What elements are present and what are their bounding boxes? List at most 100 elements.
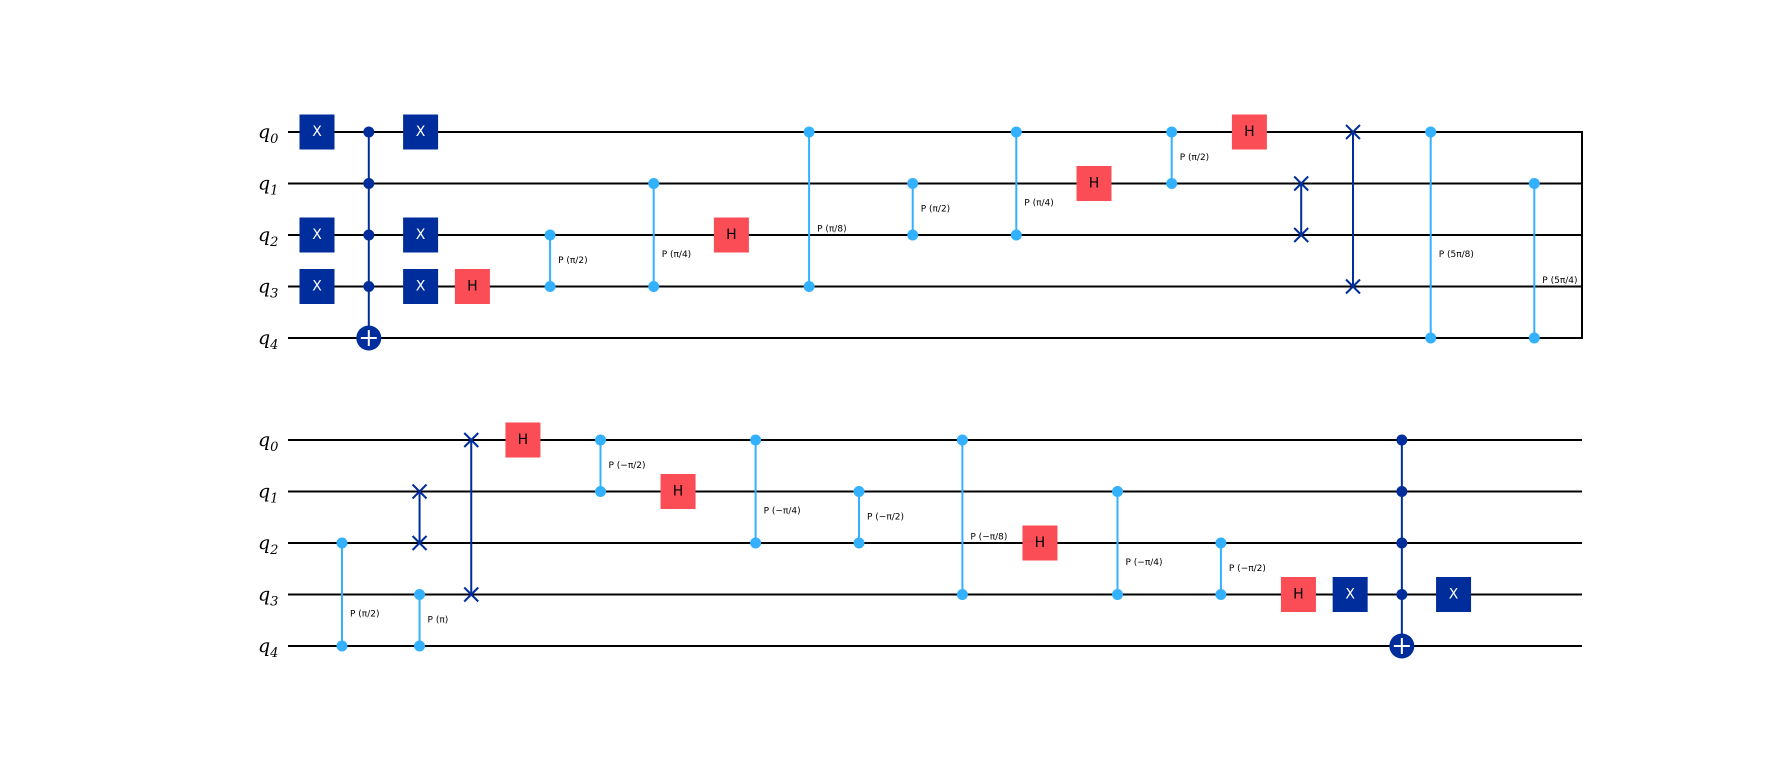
gate-box xyxy=(1231,114,1267,150)
control-dot-icon xyxy=(595,434,606,446)
swap-gate xyxy=(463,432,479,603)
gate-label: X xyxy=(1345,587,1355,603)
swap-cross-icon xyxy=(1345,278,1361,295)
control-dot-icon xyxy=(1396,434,1408,446)
control-dot-icon xyxy=(363,281,375,292)
control-dot-icon xyxy=(907,229,919,241)
control-dot-icon xyxy=(1528,332,1540,344)
control-dot-icon xyxy=(544,229,556,241)
controlled-phase-gate: P (−π/2) xyxy=(1215,537,1266,600)
control-dot-icon xyxy=(363,178,375,189)
control-dot-icon xyxy=(1528,178,1540,189)
gate-box xyxy=(1280,577,1316,612)
phase-parameter-label: P (π) xyxy=(428,615,449,625)
control-dot-icon xyxy=(414,640,426,652)
x-gate: X xyxy=(403,114,439,150)
controlled-phase-gate: P (π/2) xyxy=(544,229,588,292)
gate-label: X xyxy=(416,227,426,243)
control-dot-icon xyxy=(1166,178,1178,189)
swap-cross-icon xyxy=(1293,227,1309,243)
gate-label: H xyxy=(673,484,684,500)
control-dot-icon xyxy=(803,126,815,138)
swap-cross-icon xyxy=(1293,175,1309,192)
controlled-phase-gate: P (−π/2) xyxy=(595,434,646,497)
control-dot-icon xyxy=(363,229,375,241)
swap-cross-icon xyxy=(463,586,479,603)
qubit-label: q1 xyxy=(258,173,278,199)
control-dot-icon xyxy=(853,486,865,497)
phase-parameter-label: P (−π/4) xyxy=(764,507,801,517)
gate-box xyxy=(1022,525,1058,561)
x-gate: X xyxy=(1332,577,1368,612)
gate-box xyxy=(660,474,696,509)
gate-box xyxy=(403,217,439,253)
gate-box xyxy=(299,217,335,253)
controlled-phase-gate: P (−π/2) xyxy=(853,486,904,549)
swap-gate xyxy=(1293,175,1309,243)
controlled-phase-gate: P (π) xyxy=(414,589,448,652)
control-dot-icon xyxy=(1166,126,1178,138)
control-dot-icon xyxy=(1396,537,1408,549)
control-dot-icon xyxy=(544,281,556,292)
h-gate: H xyxy=(713,217,749,253)
controlled-phase-gate: P (π/8) xyxy=(803,126,847,292)
h-gate: H xyxy=(1076,166,1112,201)
swap-cross-icon xyxy=(463,432,479,448)
gate-label: H xyxy=(726,227,737,243)
cnot-target-icon xyxy=(356,325,382,351)
phase-parameter-label: P (π/8) xyxy=(817,224,847,234)
gate-label: H xyxy=(1035,535,1046,551)
h-gate: H xyxy=(1231,114,1267,150)
gate-label: H xyxy=(1089,176,1100,192)
x-gate: X xyxy=(1436,577,1472,612)
phase-parameter-label: P (π/2) xyxy=(350,610,380,620)
controlled-phase-gate: P (−π/4) xyxy=(750,434,801,549)
control-dot-icon xyxy=(1396,486,1408,497)
x-gate: X xyxy=(299,217,335,253)
x-gate: X xyxy=(299,269,335,304)
qubit-label: q2 xyxy=(258,224,278,250)
control-dot-icon xyxy=(1215,589,1227,600)
gate-label: X xyxy=(1449,587,1459,603)
control-dot-icon xyxy=(956,434,968,446)
controlled-phase-gate: P (−π/8) xyxy=(956,434,1007,600)
multi-controlled-x-gate xyxy=(1389,434,1415,659)
controlled-phase-gate: P (π/4) xyxy=(648,178,691,292)
gate-box xyxy=(1436,577,1472,612)
x-gate: X xyxy=(299,114,335,150)
control-dot-icon xyxy=(1215,537,1227,549)
control-dot-icon xyxy=(1010,126,1022,138)
qubit-label: q0 xyxy=(258,429,278,455)
gate-label: H xyxy=(1293,587,1304,603)
gate-label: H xyxy=(518,432,529,448)
qubit-label: q0 xyxy=(258,121,278,147)
phase-parameter-label: P (5π/8) xyxy=(1439,250,1474,260)
controlled-phase-gate: P (π/2) xyxy=(336,537,380,652)
control-dot-icon xyxy=(414,589,426,600)
gate-label: X xyxy=(416,124,426,140)
h-gate: H xyxy=(660,474,696,509)
phase-parameter-label: P (π/2) xyxy=(558,256,588,266)
control-dot-icon xyxy=(1112,486,1123,497)
control-dot-icon xyxy=(750,537,762,549)
cnot-target-icon xyxy=(1389,633,1415,659)
gate-label: H xyxy=(467,279,478,295)
gate-box xyxy=(505,422,541,458)
gate-box xyxy=(1332,577,1368,612)
multi-controlled-x-gate xyxy=(356,126,382,351)
gate-label: H xyxy=(1244,124,1255,140)
qubit-label: q1 xyxy=(258,481,278,507)
control-dot-icon xyxy=(1425,126,1437,138)
control-dot-icon xyxy=(363,126,375,138)
qubit-label: q3 xyxy=(258,276,278,302)
swap-cross-icon xyxy=(411,535,428,551)
phase-parameter-label: P (−π/2) xyxy=(1229,564,1266,574)
control-dot-icon xyxy=(1425,332,1437,344)
control-dot-icon xyxy=(956,589,968,600)
phase-parameter-label: P (−π/2) xyxy=(867,512,904,522)
control-dot-icon xyxy=(336,640,348,652)
qubit-label: q4 xyxy=(258,327,278,353)
qubit-label: q3 xyxy=(258,584,278,610)
